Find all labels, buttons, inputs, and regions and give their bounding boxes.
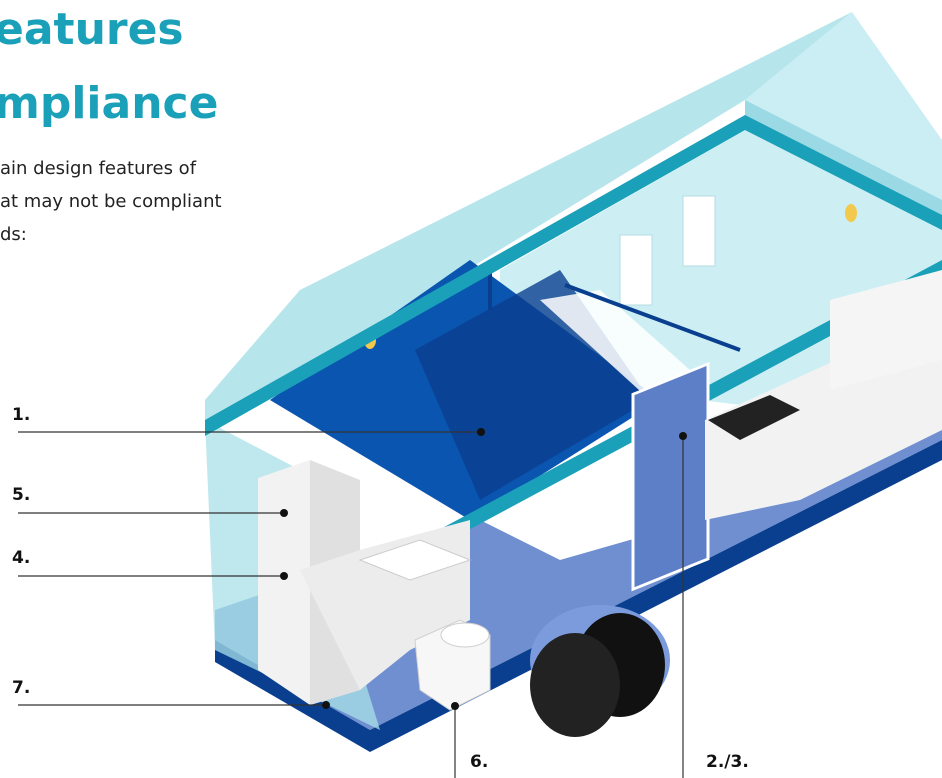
stairs [540,290,690,400]
kitchen-cooktop [708,395,800,440]
kitchen-counter [705,340,942,520]
wall-light-right [845,204,857,222]
callout-2-3: 2./3. [706,752,749,772]
leader-dot-5 [280,509,288,517]
leader-dot-23 [679,432,687,440]
callout-5: 5. [12,485,31,505]
page-title-line-1: eatures [0,4,184,55]
leader-dot-4 [280,572,288,580]
roof-left-slope [205,12,852,430]
toilet-seat [440,622,490,648]
doorway [631,361,710,592]
callout-1: 1. [12,405,31,425]
window-left [619,234,653,306]
intro-line-2: at may not be compliant [0,191,222,212]
wheel-front [530,633,620,737]
leader-dot-7 [322,701,330,709]
callout-4: 4. [12,548,31,568]
intro-text: ain design features of at may not be com… [0,152,275,251]
intro-line-3: ds: [0,224,27,245]
intro-line-1: ain design features of [0,158,197,179]
callout-7: 7. [12,678,31,698]
leader-dot-1 [477,428,485,436]
kitchen-upper-cabinet [830,270,942,390]
stair-rail [564,283,741,352]
callout-6: 6. [470,752,489,772]
page-title-line-2: mpliance [0,78,219,129]
leader-dot-6 [451,702,459,710]
washbasin [358,539,472,581]
window-right [682,195,716,267]
